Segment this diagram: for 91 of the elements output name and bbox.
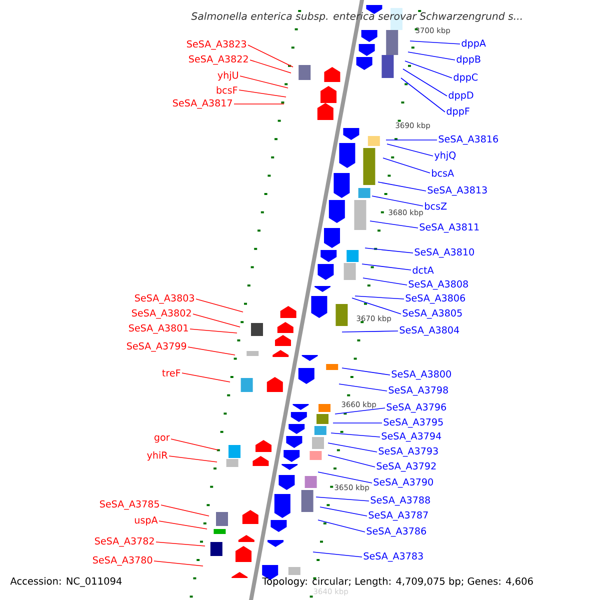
leader-line [378,182,426,192]
gene-label: SeSA_A3803 [135,294,194,304]
leader-line [404,60,452,78]
gene-label: yhiR [147,451,168,461]
leader-line [320,506,368,516]
leader-line [248,44,294,68]
gene-label: SeSA_A3790 [374,478,433,488]
leader-line [312,552,362,558]
gene-label: SeSA_A3808 [408,280,468,290]
leader-line [334,408,386,414]
leader-line [240,76,288,88]
leader-line [364,248,414,254]
gene-label: uspA [134,516,158,526]
leader-line [338,384,388,392]
gene-label: SeSA_A3813 [428,186,487,196]
leader-line [250,60,292,74]
gene-label: SeSA_A3780 [93,556,152,566]
leader-line [372,196,424,206]
leader-line [342,330,398,332]
gene-label: SeSA_A3795 [384,418,443,428]
title: Salmonella enterica subsp. enterica serovar Schwarzengrund s... [191,12,522,22]
gene-label: SeSA_A3794 [382,432,442,442]
leader-line [408,52,456,60]
leader-line [182,372,230,382]
leader-line [330,432,380,438]
gene-label: SeSA_A3801 [129,324,188,334]
leader-line [342,368,390,376]
gene-label: SeSA_A3798 [388,386,448,396]
gene-label: dppD [448,91,474,101]
leader-line [382,158,430,174]
gene-label: SeSA_A3782 [95,537,154,547]
leader-line [156,542,206,546]
leader-line [192,314,240,328]
gene-label: SeSA_A3805 [402,309,462,319]
gene-label: SeSA_A3783 [364,552,423,562]
footer-text: Accession: NC_011094 [10,577,122,587]
leader-line [370,220,418,228]
gene-label: dppF [446,107,470,117]
gene-label: gor [154,435,170,443]
gene-label: SeSA_A3800 [392,370,451,380]
leader-line [362,264,412,270]
gene-label: SeSA_A3796 [386,403,446,413]
leader-line [154,560,204,566]
leader-line [238,90,286,98]
leader-line [190,328,238,334]
leader-line [318,520,366,532]
gene-label: dppC [454,73,478,83]
gene-label: SeSA_A3802 [132,309,191,319]
gene-label: SeSA_A3817 [173,99,232,109]
gene-label: SeSA_A3799 [127,342,186,352]
gene-label: SeSA_A3823 [187,40,246,50]
gene-label: SeSA_A3786 [366,527,426,537]
gene-label: SeSA_A3787 [368,511,428,521]
leader-line [158,520,208,530]
leader-line [328,454,376,468]
gene-label: yhjU [218,71,238,81]
gene-label: bcsA [432,169,454,177]
gene-label: SeSA_A3788 [370,496,430,506]
leader-line [386,144,434,156]
gene-label: SeSA_A3811 [420,223,479,233]
gene-label: bcsF [216,86,238,94]
gene-label: dctA [412,266,434,274]
gene-label: SeSA_A3792 [376,462,436,472]
leader-line [160,504,210,516]
leader-line [400,78,446,112]
leader-line [188,346,236,356]
leader-line [328,442,378,452]
gene-label: SeSA_A3806 [406,294,465,304]
leader-line [410,40,460,44]
gene-label: treF [162,369,180,377]
leader-line [332,422,382,424]
gene-label: SeSA_A3804 [400,326,460,336]
gene-label: SeSA_A3785 [100,500,159,510]
leader-line [354,296,404,300]
gene-label: bcsZ [425,202,447,210]
gene-label: SeSA_A3816 [438,135,498,145]
gene-label: SeSA_A3822 [189,55,248,65]
leader-line [318,472,372,484]
leader-line [362,278,408,286]
leader-line [170,438,218,450]
gene-label: dppA [462,39,486,49]
leader-line [316,496,370,502]
gene-label: dppB [456,55,480,65]
leader-line [196,298,244,312]
leader-line [402,68,448,96]
gene-label: yhjQ [434,151,456,161]
gene-label: SeSA_A3810 [414,248,474,258]
leader-line [168,456,218,462]
footer-text: Topology: circular; Length: 4,709,075 bp; Genes: 4,606 [262,577,533,587]
gene-label: SeSA_A3793 [378,447,438,457]
leader-line [352,298,402,314]
